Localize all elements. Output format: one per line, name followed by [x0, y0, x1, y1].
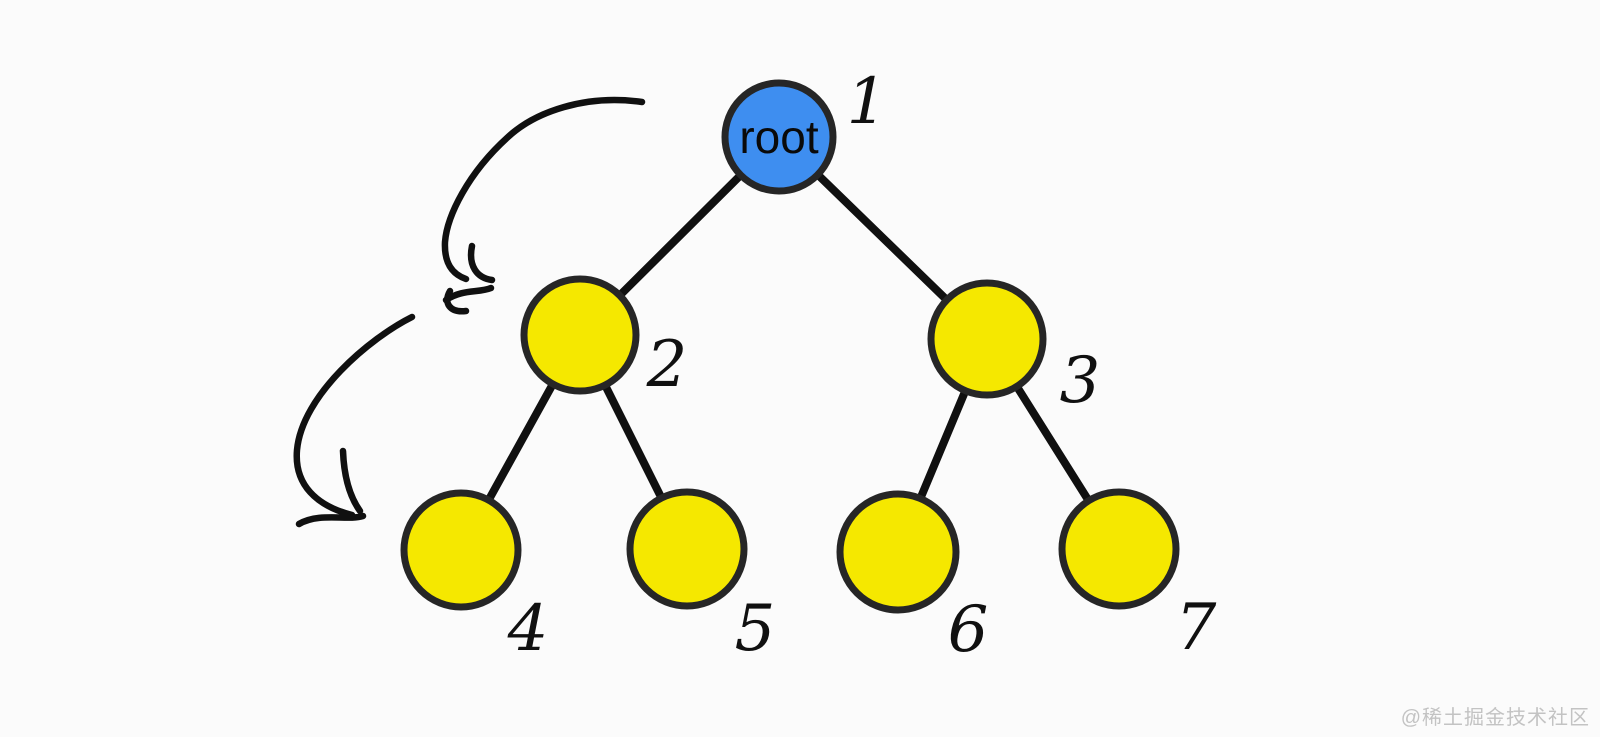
arrow-2-main	[293, 313, 416, 519]
tree-node-circle-n2	[520, 275, 640, 395]
arrow-1-head	[467, 242, 496, 284]
node-order-label-n4: 4	[507, 592, 549, 666]
tree-node-circle-n7	[1058, 488, 1180, 610]
tree-node-root: root	[721, 79, 837, 195]
tree-node-circle-n3	[927, 279, 1047, 399]
node-order-label-root: 1	[847, 65, 888, 139]
node-text-label-root: root	[739, 111, 818, 163]
node-order-label-n5: 5	[735, 592, 776, 666]
tree-node-circle-n5	[626, 488, 748, 610]
tree-node-n4	[400, 489, 522, 611]
node-order-labels: 1 2 3 4 5 6 7	[507, 65, 1217, 667]
tree-node-circle-root	[721, 79, 837, 195]
tree-node-n2	[520, 275, 640, 395]
tree-node-n7	[1058, 488, 1180, 610]
tree-node-n3	[927, 279, 1047, 399]
arrow-1-main	[441, 96, 646, 283]
tree-node-circle-n6	[836, 490, 960, 614]
tree-node-circle-n4	[400, 489, 522, 611]
arrow-2-curl	[444, 287, 470, 315]
tree-nodes: root	[400, 79, 1180, 614]
node-order-label-n2: 2	[646, 328, 688, 402]
node-order-label-n6: 6	[948, 593, 989, 667]
watermark-text: @稀土掘金技术社区	[1400, 707, 1590, 729]
arrow-2-tail	[295, 512, 367, 528]
node-order-label-n3: 3	[1060, 344, 1101, 418]
tree-node-n5	[626, 488, 748, 610]
traversal-arrows	[293, 96, 646, 528]
arrow-2-head	[339, 447, 364, 515]
node-order-label-n7: 7	[1176, 591, 1217, 665]
tree-node-n6	[836, 490, 960, 614]
